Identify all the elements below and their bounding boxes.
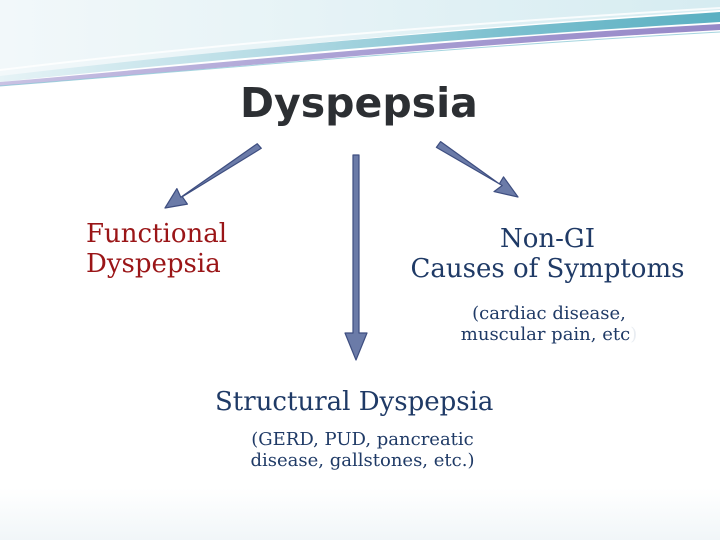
header-banner [0,0,720,87]
arrow-down [344,154,368,361]
non-gi-line-1: Non-GI [500,224,595,254]
functional-line-1: Functional [86,219,228,249]
non-gi-note-line-2: muscular pain, etc) [444,323,654,346]
non-gi-note-close-paren: ) [630,323,638,345]
functional-line-2: Dyspepsia [86,248,221,279]
arrow-right [435,141,519,198]
arrow-left [164,143,262,209]
non-gi-note-line-1: (cardiac disease, [472,303,626,324]
footer-gradient [0,488,720,540]
structural-dyspepsia-label: Structural Dyspepsia [215,387,494,417]
structural-note-line-2: disease, gallstones, etc.) [250,449,475,471]
diagram-title: Dyspepsia [240,79,478,127]
structural-examples: (GERD, PUD, pancreatic disease, gallston… [230,429,495,471]
non-gi-examples: (cardiac disease, muscular pain, etc) [444,303,654,346]
structural-note-line-1: (GERD, PUD, pancreatic [251,429,474,450]
non-gi-line-2: Causes of Symptoms [410,253,685,284]
functional-dyspepsia-label: Functional Dyspepsia [86,219,228,280]
non-gi-causes-label: Non-GI Causes of Symptoms [405,224,690,285]
non-gi-note-line-2-text: muscular pain, etc [460,323,631,345]
